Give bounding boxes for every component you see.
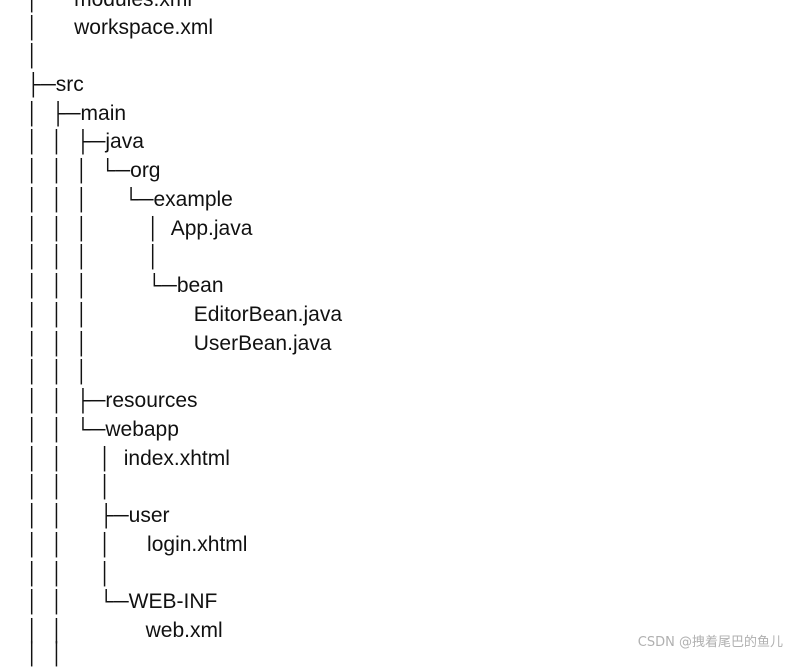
tree-line: │ │ ├─resources <box>26 389 198 412</box>
tree-line: │ │ <box>26 642 64 665</box>
tree-line: │ │ └─webapp <box>26 418 179 441</box>
tree-line: ├─src <box>26 73 84 96</box>
tree-line: │ workspace.xml <box>26 16 214 39</box>
tree-line: │ │ │ <box>26 475 113 498</box>
tree-line: │ │ │ login.xhtml <box>26 533 248 556</box>
tree-line: │ ├─main <box>26 102 127 125</box>
csdn-watermark: CSDN @拽着尾巴的鱼儿 <box>637 635 783 650</box>
tree-line: │ <box>26 44 40 67</box>
tree-line: │ │ │ └─example <box>26 188 233 211</box>
tree-line: │ │ │ <box>26 562 113 585</box>
tree-line: │ │ │ index.xhtml <box>26 447 230 470</box>
tree-line: │ │ ├─user <box>26 504 170 527</box>
tree-line: │ │ ├─java <box>26 130 144 153</box>
tree-line: │ │ │ <box>26 360 89 383</box>
tree-line: │ │ │ │ <box>26 245 161 268</box>
tree-line: │ │ │ EditorBean.java <box>26 303 342 326</box>
tree-line: │ │ └─WEB-INF <box>26 590 218 613</box>
tree-line: │ │ │ └─bean <box>26 274 224 297</box>
tree-line: │ │ │ │ App.java <box>26 217 253 240</box>
tree-line: │ modules.xml <box>26 0 192 15</box>
tree-line: │ │ │ └─org <box>26 159 161 182</box>
tree-line: │ │ web.xml <box>26 619 223 642</box>
tree-line: │ │ │ UserBean.java <box>26 332 332 355</box>
